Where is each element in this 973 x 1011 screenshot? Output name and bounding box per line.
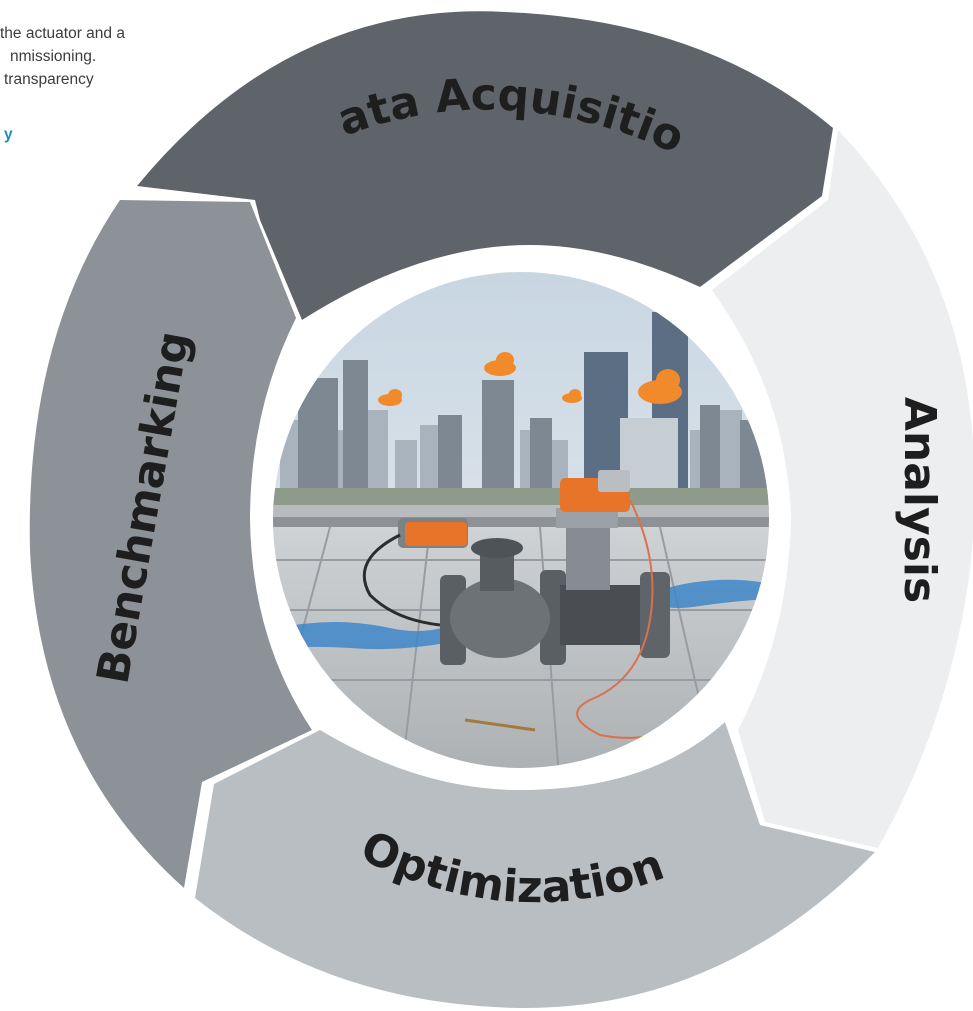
valve-right xyxy=(556,508,670,658)
intro-line: the actuator and a xyxy=(0,25,125,42)
actuator-right xyxy=(560,470,630,512)
segment-data-acquisition xyxy=(137,11,833,321)
valve-left xyxy=(440,538,566,665)
intro-line: nmissioning. xyxy=(10,48,97,65)
segment-optimization xyxy=(195,722,875,1009)
intro-text-block: the actuator and a nmissioning. transpar… xyxy=(0,22,260,146)
center-photo xyxy=(273,272,769,768)
cloud-icons xyxy=(378,352,682,406)
segment-benchmarking xyxy=(29,200,312,888)
label-analysis: Analysis xyxy=(894,397,945,603)
intro-line: transparency xyxy=(4,71,94,88)
actuator-left xyxy=(398,518,468,548)
intro-link-fragment[interactable]: y xyxy=(4,126,13,143)
segment-analysis xyxy=(712,130,973,848)
